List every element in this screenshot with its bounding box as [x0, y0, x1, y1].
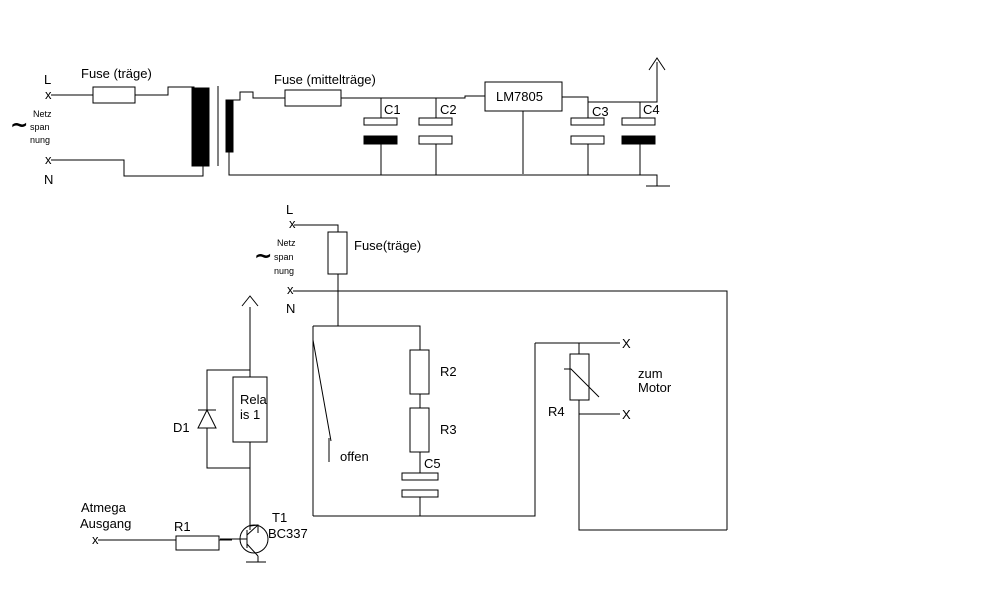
power-supply-circuit: L x x N ~ Netz span nung Fuse (träge) Fu… — [10, 57, 670, 187]
lm7805-regulator — [484, 81, 563, 112]
r3-resistor — [409, 407, 430, 453]
relay-label-1: Rela — [240, 392, 268, 407]
bottom-mains-label-1: Netz — [277, 238, 296, 248]
mains-label-1: Netz — [33, 109, 52, 119]
r4-varistor-slash — [564, 368, 600, 398]
bottom-vcc-arrow-icon — [241, 295, 259, 307]
transformer-primary-core — [191, 87, 210, 167]
wire-to-regulator — [341, 95, 485, 99]
r4-label: R4 — [548, 404, 565, 419]
c2-plate-bottom — [418, 135, 453, 145]
wire-l-to-fuse — [294, 224, 339, 232]
mains-label-2: span — [30, 122, 50, 132]
mains-label-3: nung — [30, 135, 50, 145]
fuse-mitteltrage — [284, 89, 342, 107]
ground-rail — [228, 152, 658, 186]
bottom-ac-source-icon: ~ — [254, 244, 272, 269]
relay-coil — [232, 376, 268, 443]
t1-label: T1 — [272, 510, 287, 525]
fuse-mitteltrage-label: Fuse (mittelträge) — [274, 72, 376, 87]
wire-motor-bottom — [578, 400, 727, 531]
terminal-l-mark: x — [45, 87, 52, 102]
t1-transistor-leads — [220, 524, 259, 557]
c4-label: C4 — [643, 102, 660, 117]
c3-plate-top — [570, 117, 605, 126]
wire-regulator-output — [562, 62, 658, 103]
relay-label-2: is 1 — [240, 407, 260, 422]
c1-plate-top — [363, 117, 398, 126]
terminal-n-mark: x — [45, 152, 52, 167]
r3-label: R3 — [440, 422, 457, 437]
d1-label: D1 — [173, 420, 190, 435]
wire-secondary-pos — [229, 91, 285, 101]
c4-plate-top — [621, 117, 656, 126]
transformer-secondary-core — [225, 99, 234, 153]
bottom-terminal-l-label: L — [286, 202, 293, 217]
relay-switch-contact — [312, 326, 332, 462]
lm7805-label: LM7805 — [496, 89, 543, 104]
motor-terminal-2: X — [622, 407, 631, 422]
vcc-arrow-icon — [648, 57, 666, 71]
bottom-terminal-n-mark: x — [287, 282, 294, 297]
terminal-n-label: N — [44, 172, 53, 187]
wire-fuse-down — [313, 274, 421, 350]
fuse-trage — [92, 86, 136, 104]
motor-label-1: zum — [638, 366, 663, 381]
wire-n-rail — [293, 290, 728, 530]
fuse-trage-2-label: Fuse(träge) — [354, 238, 421, 253]
c3-label: C3 — [592, 104, 609, 119]
bottom-terminal-n-label: N — [286, 301, 295, 316]
c5-label: C5 — [424, 456, 441, 471]
c4-plate-bottom — [621, 135, 656, 145]
input-label-2: Ausgang — [80, 516, 131, 531]
r1-label: R1 — [174, 519, 191, 534]
c1-plate-bottom — [363, 135, 398, 145]
wire-diode-loop — [206, 369, 251, 530]
motor-label-2: Motor — [638, 380, 672, 395]
motor-terminal-1: X — [622, 336, 631, 351]
c3-plate-bottom — [570, 135, 605, 145]
switch-label: offen — [340, 449, 369, 464]
wire-motor-top — [535, 342, 620, 354]
d1-diode — [197, 408, 217, 429]
r2-label: R2 — [440, 364, 457, 379]
r2-resistor — [409, 349, 430, 395]
c5-plate-bottom — [401, 489, 439, 498]
ac-source-icon: ~ — [10, 113, 28, 138]
input-label-1: Atmega — [81, 500, 127, 515]
wire-n-primary — [51, 159, 204, 177]
relay-motor-circuit: L x x N ~ Netz span nung Fuse(träge) off… — [80, 202, 728, 563]
c5-plate-top — [401, 472, 439, 481]
c2-label: C2 — [440, 102, 457, 117]
c2-plate-top — [418, 117, 453, 126]
t1-emitter-arrow-icon — [249, 524, 259, 533]
bottom-mains-label-3: nung — [274, 266, 294, 276]
wire-snubber-return — [313, 343, 536, 517]
bottom-mains-label-2: span — [274, 252, 294, 262]
terminal-l-label: L — [44, 72, 51, 87]
r1-resistor — [175, 535, 220, 551]
input-terminal-mark: x — [92, 532, 99, 547]
t1-part-label: BC337 — [268, 526, 308, 541]
fuse-trage-2 — [327, 231, 348, 275]
bottom-terminal-l-mark: x — [289, 216, 296, 231]
c1-label: C1 — [384, 102, 401, 117]
fuse-trage-label: Fuse (träge) — [81, 66, 152, 81]
